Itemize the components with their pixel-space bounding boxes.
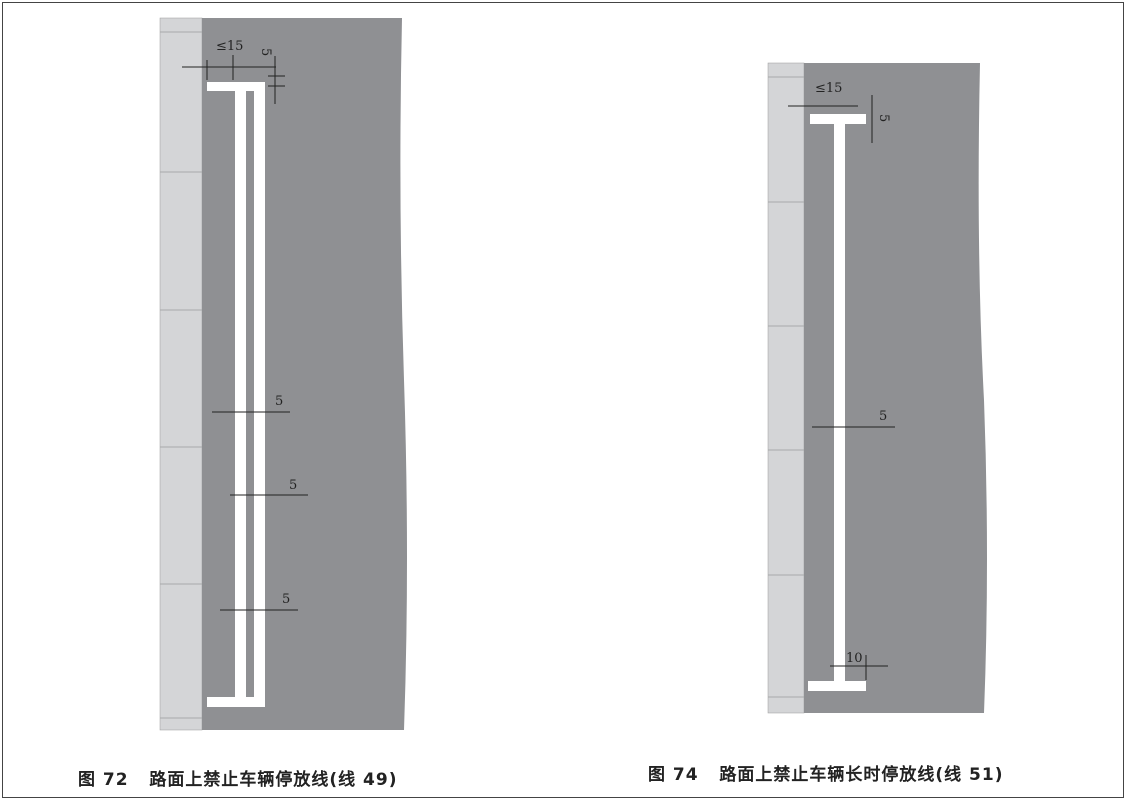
dim-gap-1: 5 bbox=[275, 394, 283, 409]
caption-title: 路面上禁止车辆停放线(线 49) bbox=[149, 770, 398, 790]
dim-gap-3: 5 bbox=[282, 592, 290, 607]
sidewalk bbox=[767, 62, 805, 714]
road-surface bbox=[804, 63, 987, 713]
caption-figure-74: 图 74 路面上禁止车辆长时停放线(线 51) bbox=[648, 760, 1003, 785]
dim-offset: ≤15 bbox=[216, 39, 243, 54]
caption-figure-72: 图 72 路面上禁止车辆停放线(线 49) bbox=[78, 765, 397, 790]
dim-bar-half: 10 bbox=[846, 651, 863, 666]
dim-line-width: 5 bbox=[879, 409, 887, 424]
caption-number: 图 74 bbox=[648, 765, 699, 785]
figure-72-drawing: ≤15 5 5 5 5 bbox=[159, 17, 407, 731]
dim-bar-width: 5 bbox=[876, 114, 891, 122]
long-term-no-parking-marking bbox=[808, 114, 866, 691]
dim-bar-width: 5 bbox=[258, 48, 273, 56]
sidewalk bbox=[159, 17, 203, 731]
figure-74-drawing: ≤15 5 5 10 bbox=[767, 62, 987, 714]
road-surface bbox=[202, 18, 407, 730]
no-parking-marking bbox=[207, 82, 265, 707]
dim-offset: ≤15 bbox=[815, 81, 842, 96]
dim-gap-2: 5 bbox=[289, 478, 297, 493]
caption-title: 路面上禁止车辆长时停放线(线 51) bbox=[719, 765, 1004, 785]
caption-number: 图 72 bbox=[78, 770, 129, 790]
